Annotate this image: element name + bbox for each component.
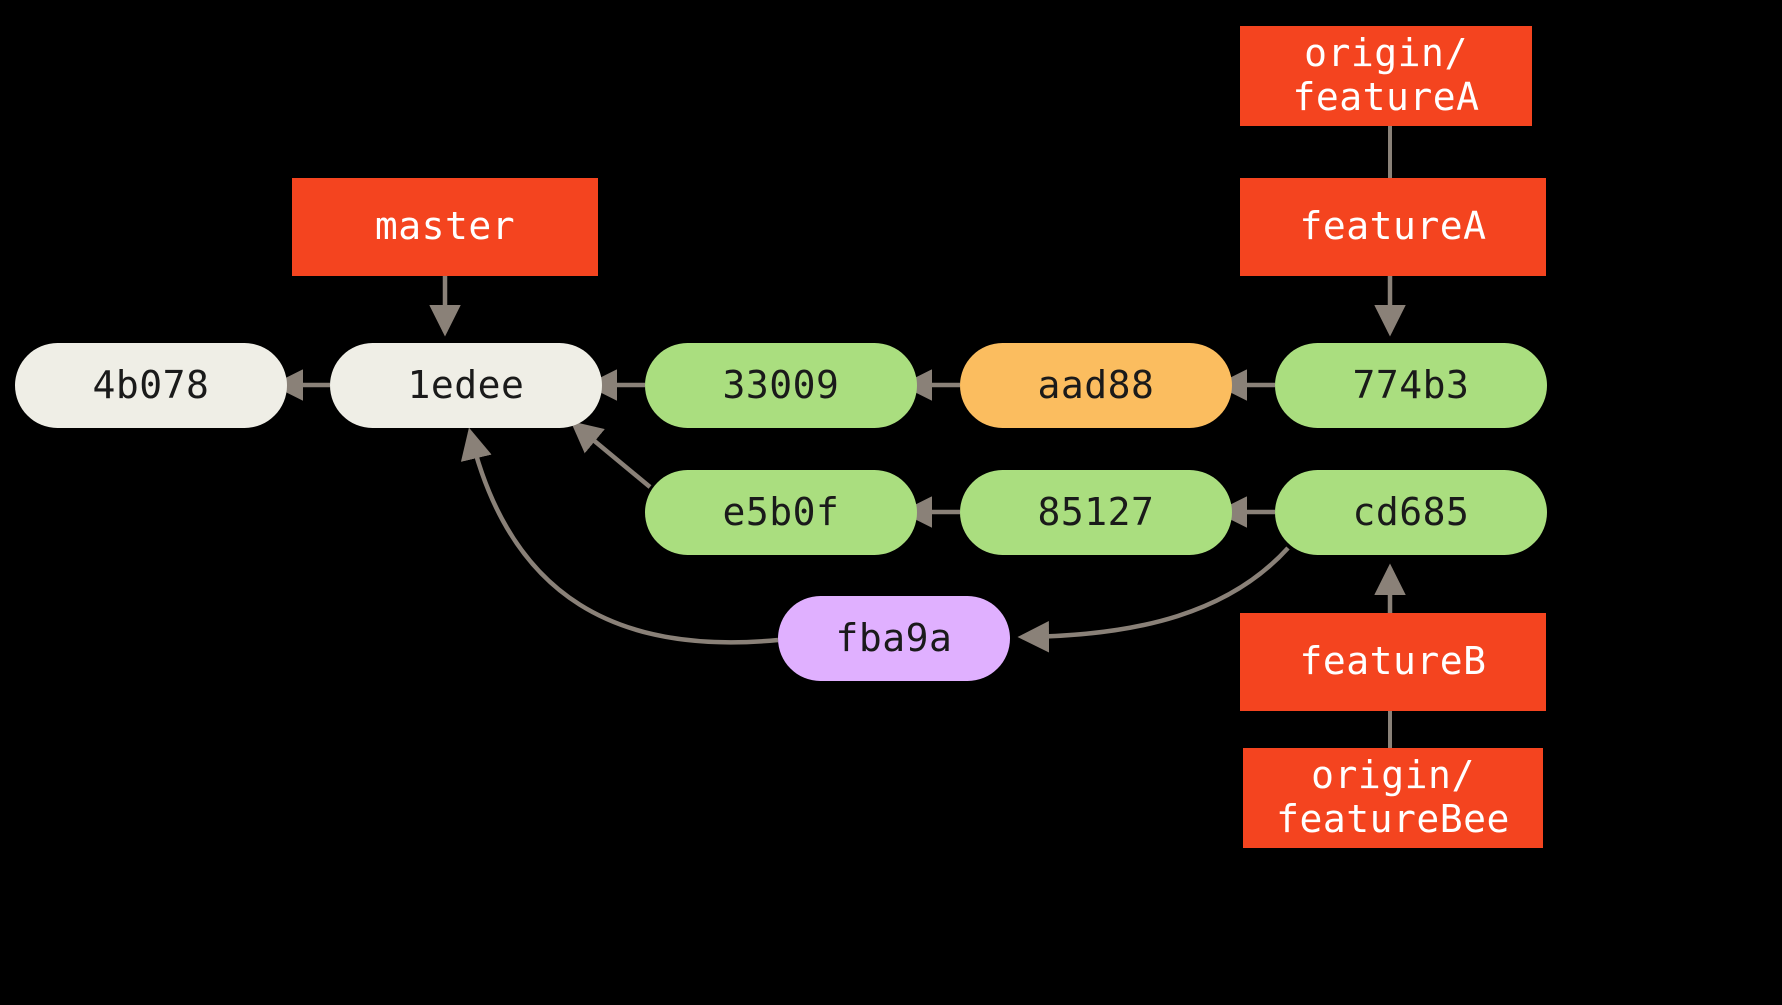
edge-e5b0f-to-1edee: [570, 421, 652, 489]
ref-node-origin-featureBee[interactable]: origin/ featureBee: [1243, 748, 1543, 848]
node-label: featureB: [1299, 639, 1487, 684]
commit-node-33009[interactable]: 33009: [645, 343, 917, 428]
commit-node-aad88[interactable]: aad88: [960, 343, 1232, 428]
commit-node-4b078[interactable]: 4b078: [15, 343, 287, 428]
node-label: 1edee: [407, 362, 525, 407]
commit-node-774b3[interactable]: 774b3: [1275, 343, 1547, 428]
node-label: featureA: [1299, 204, 1487, 249]
commit-node-cd685[interactable]: cd685: [1275, 470, 1547, 555]
ref-node-featureB[interactable]: featureB: [1240, 613, 1546, 711]
node-label: 33009: [722, 362, 840, 407]
node-label: origin/ featureBee: [1276, 753, 1510, 841]
ref-node-featureA[interactable]: featureA: [1240, 178, 1546, 276]
commit-node-fba9a[interactable]: fba9a: [778, 596, 1010, 681]
node-label: e5b0f: [722, 489, 840, 534]
node-label: master: [374, 204, 516, 249]
commit-node-85127[interactable]: 85127: [960, 470, 1232, 555]
node-label: 774b3: [1352, 362, 1470, 407]
ref-node-origin-featureA[interactable]: origin/ featureA: [1240, 26, 1532, 126]
node-label: origin/ featureA: [1292, 31, 1480, 119]
commit-node-e5b0f[interactable]: e5b0f: [645, 470, 917, 555]
commit-node-1edee[interactable]: 1edee: [330, 343, 602, 428]
node-label: fba9a: [835, 615, 953, 660]
ref-node-master[interactable]: master: [292, 178, 598, 276]
node-label: 4b078: [92, 362, 210, 407]
node-label: 85127: [1037, 489, 1155, 534]
node-label: cd685: [1352, 489, 1470, 534]
node-label: aad88: [1037, 362, 1155, 407]
